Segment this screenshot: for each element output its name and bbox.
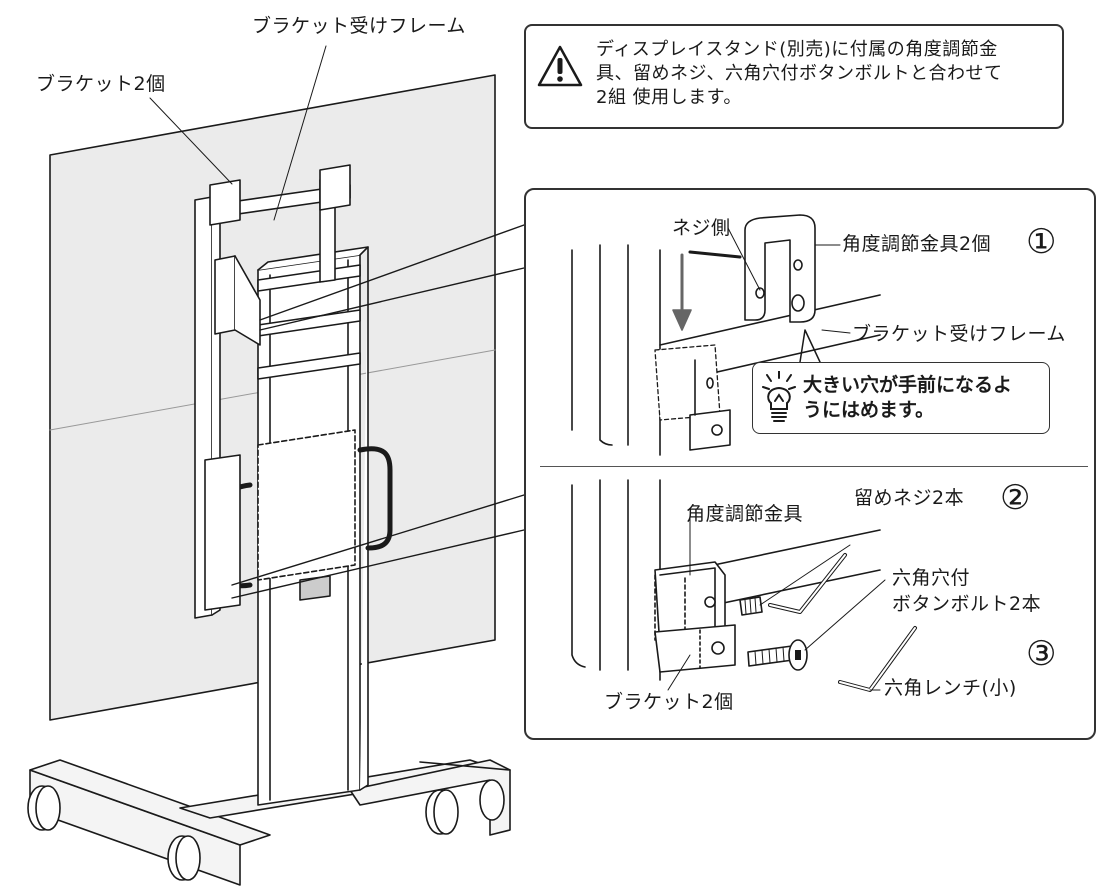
label-set-screws-2: 留めネジ2本 <box>854 487 965 509</box>
casters <box>27 779 505 881</box>
lightbulb-icon <box>762 371 796 422</box>
label-leaders-main <box>149 45 327 221</box>
tip-line-2: うにはめます。 <box>803 399 935 421</box>
label-screw-side: ネジ側 <box>672 217 731 239</box>
notice-line-3: 2組 使用します。 <box>596 87 742 108</box>
label-brackets-2-top: ブラケット2個 <box>36 73 166 95</box>
warning-triangle-icon <box>537 45 583 87</box>
label-angle-fitting: 角度調節金具 <box>686 503 804 525</box>
tip-line-1: 大きい穴が手前になるよ <box>803 374 1013 396</box>
label-bracket-frame-detail: ブラケット受けフレーム <box>852 323 1066 345</box>
label-angle-fittings-2: 角度調節金具2個 <box>842 233 992 255</box>
step-number-1: ① <box>1026 222 1057 262</box>
notice-box: ディスプレイスタンド(別売)に付属の角度調節金 具、留めネジ、六角穴付ボタンボル… <box>524 24 1064 129</box>
notice-text: ディスプレイスタンド(別売)に付属の角度調節金 具、留めネジ、六角穴付ボタンボル… <box>596 38 1056 110</box>
rear-plate-handles <box>204 429 393 611</box>
tip-box: 大きい穴が手前になるよ うにはめます。 <box>752 362 1050 434</box>
notice-line-1: ディスプレイスタンド(別売)に付属の角度調節金 <box>596 39 998 60</box>
label-brackets-2-bottom: ブラケット2個 <box>604 691 734 713</box>
callout-wedge-upper <box>259 224 525 331</box>
step-number-3: ③ <box>1026 634 1057 674</box>
label-hex-socket-line1: 六角穴付 <box>892 567 971 589</box>
detail-divider <box>540 466 1088 467</box>
label-hex-wrench-small: 六角レンチ(小) <box>884 677 1017 699</box>
detail-box <box>524 188 1096 740</box>
tip-text: 大きい穴が手前になるよ うにはめます。 <box>803 373 1012 423</box>
step-number-2: ② <box>1000 478 1031 518</box>
notice-line-2: 具、留めネジ、六角穴付ボタンボルトと合わせて <box>596 63 1003 84</box>
bracket-assembly-top <box>209 164 351 346</box>
label-hex-socket-line2: ボタンボルト2本 <box>892 593 1042 615</box>
label-bracket-frame-top: ブラケット受けフレーム <box>252 15 466 37</box>
callout-wedge-lower <box>231 494 525 599</box>
